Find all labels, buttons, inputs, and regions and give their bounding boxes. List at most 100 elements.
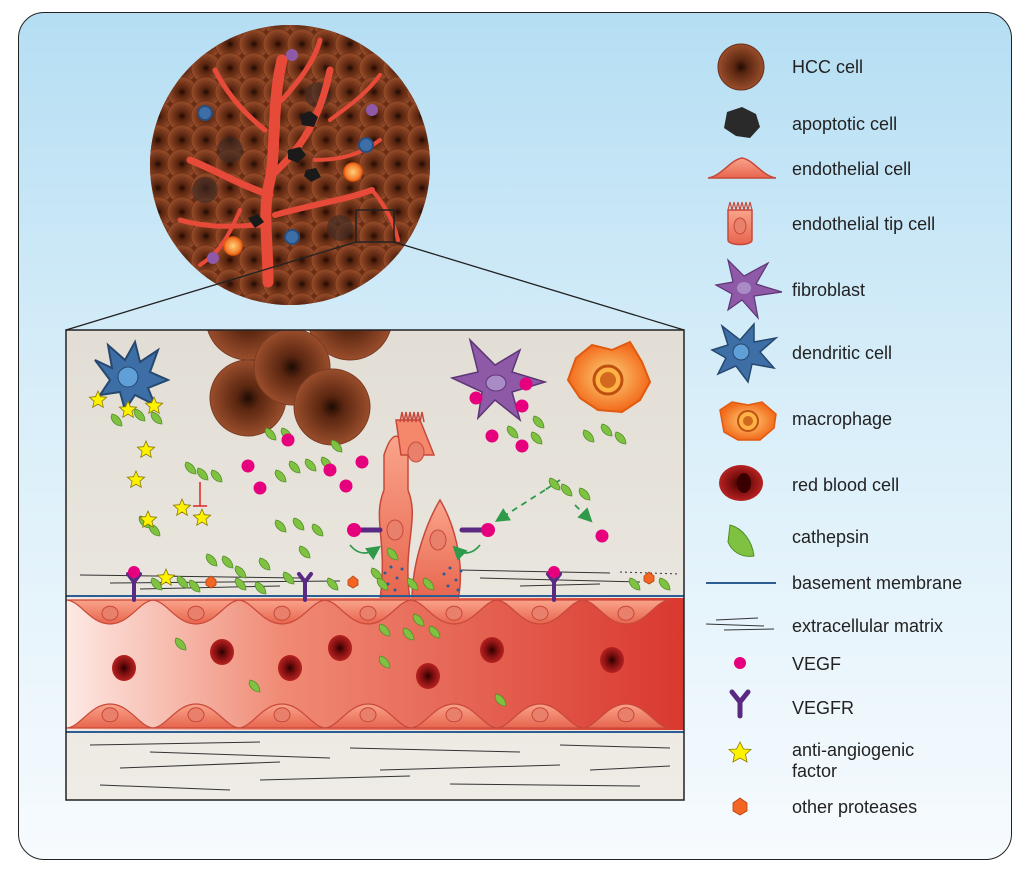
tumor-hcc-cell xyxy=(166,25,198,36)
red-blood-cell-icon xyxy=(719,465,763,501)
tumor-blood-vessel xyxy=(177,37,400,288)
endothelial-nucleus xyxy=(273,605,291,621)
cathepsin xyxy=(406,577,419,591)
cathepsin xyxy=(288,460,301,474)
cathepsin xyxy=(292,517,305,531)
vegf xyxy=(519,377,533,391)
cathepsin-icon xyxy=(727,524,755,557)
panel-anti-angiogenic-factors xyxy=(88,389,212,587)
anti-angiogenic-factor xyxy=(126,469,146,489)
cathepsin xyxy=(506,425,519,439)
tumor-hcc-cell xyxy=(150,52,174,84)
cathepsin xyxy=(311,523,324,537)
vegf-icon xyxy=(734,657,746,669)
vegf xyxy=(595,529,609,543)
tumor-hcc-cell xyxy=(382,292,414,305)
anti-angiogenic-factor xyxy=(136,439,156,459)
endothelial-nucleus xyxy=(445,707,463,723)
endothelial-nucleus xyxy=(531,707,549,723)
cathepsin xyxy=(658,577,671,591)
cathepsin xyxy=(150,411,163,425)
vegf xyxy=(241,459,255,473)
cathepsin xyxy=(150,577,163,591)
tumor-dark-cell xyxy=(217,137,243,163)
vegfr-icon xyxy=(729,689,751,719)
cathepsin xyxy=(184,461,197,475)
hcc-cell-icon xyxy=(717,43,765,91)
panel-red-blood-cells xyxy=(112,635,624,689)
tumor xyxy=(65,25,685,331)
tumor-hcc-cell xyxy=(238,292,270,305)
vegf xyxy=(469,391,483,405)
panel-membrane-vegfr xyxy=(126,572,562,602)
cathepsin xyxy=(330,439,343,453)
legend-label-endothelial-tip-cell: endothelial tip cell xyxy=(792,214,936,234)
cathepsin xyxy=(422,577,435,591)
tumor-hcc-cell xyxy=(150,268,174,300)
endothelial-nucleus xyxy=(101,605,119,621)
tumor-hcc-cell xyxy=(286,292,318,305)
cathepsin xyxy=(234,577,247,591)
tumor-hcc-cell xyxy=(150,76,174,108)
legend-label-fibroblast: fibroblast xyxy=(792,280,866,300)
zoom-panel xyxy=(66,330,684,800)
panel-degraded-matrix xyxy=(383,565,463,592)
anti-angiogenic-factor xyxy=(172,497,192,517)
legend-label-apoptotic-cell: apoptotic cell xyxy=(792,114,898,134)
panel-cathepsins xyxy=(110,408,671,707)
endothelial-nucleus xyxy=(617,605,635,621)
cathepsin xyxy=(628,577,641,591)
cathepsin xyxy=(221,555,234,569)
vegf xyxy=(515,399,529,413)
legend-label-dendritic-cell: dendritic cell xyxy=(792,343,893,363)
tumor-hcc-cell xyxy=(358,25,390,36)
cathepsin xyxy=(254,581,267,595)
cathepsin xyxy=(176,575,189,589)
panel-fibroblast xyxy=(449,337,548,423)
tumor-hcc-cell xyxy=(214,25,246,36)
tumor-hcc-cell xyxy=(262,292,294,305)
tumor-hcc-cell xyxy=(150,28,174,60)
cathepsin xyxy=(412,613,425,627)
legend-label-endothelial-cell: endothelial cell xyxy=(792,159,912,179)
tumor-hcc-cell xyxy=(382,28,414,60)
anti-angiogenic-factor xyxy=(192,507,212,527)
cathepsin xyxy=(234,565,247,579)
panel-other-proteases xyxy=(205,571,655,589)
apoptotic-cell-icon xyxy=(724,107,760,138)
legend-label-basement-membrane: basement membrane xyxy=(792,573,963,593)
tumor-dark-cell xyxy=(327,215,353,241)
endothelial-nucleus xyxy=(187,707,205,723)
tumor-macrophages xyxy=(223,162,363,256)
cathepsin xyxy=(258,557,271,571)
zoom-panel-border xyxy=(65,329,685,801)
panel-macrophage xyxy=(566,340,652,414)
anti-angiogenic-factor xyxy=(138,509,158,529)
legend-label-anti-angiogenic-line2: factor xyxy=(792,761,838,781)
cathepsin xyxy=(600,423,613,437)
panel-ecm-upper xyxy=(79,569,681,590)
cathepsin xyxy=(402,627,415,641)
vegf xyxy=(281,433,295,447)
cathepsin xyxy=(582,429,595,443)
cathepsin xyxy=(378,655,391,669)
vegf xyxy=(339,479,353,493)
vegf xyxy=(485,429,499,443)
tumor-hcc-cell xyxy=(358,268,390,300)
tumor-hcc-cell xyxy=(382,244,414,276)
cathepsin xyxy=(386,547,399,561)
star-icon xyxy=(728,741,752,763)
tumor-hcc-cell xyxy=(150,292,174,305)
tumor-hcc-cell xyxy=(150,244,174,276)
endothelial-cell-icon xyxy=(707,157,777,179)
endothelial-nucleus xyxy=(617,707,635,723)
tumor-hcc-cell xyxy=(358,292,390,305)
tumor-hcc-cell xyxy=(406,28,430,60)
cathepsin xyxy=(304,458,317,472)
dendritic-cell-icon xyxy=(710,322,779,384)
tumor-hcc-cell xyxy=(406,292,430,305)
tumor-hcc-cell xyxy=(150,220,174,252)
cathepsin xyxy=(560,483,573,497)
